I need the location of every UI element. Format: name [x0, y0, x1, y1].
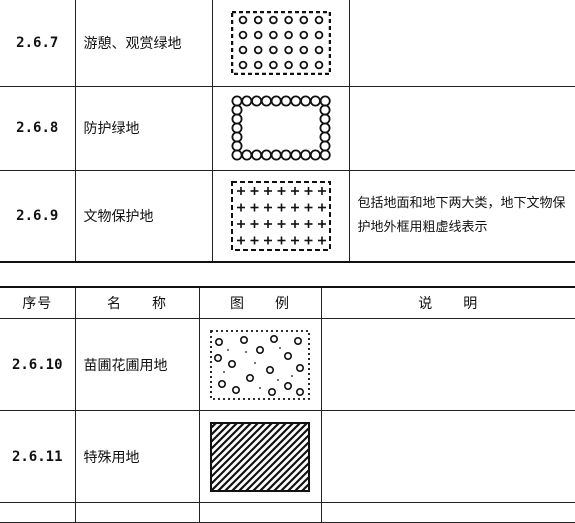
row-name: 文物保护地 — [74, 170, 213, 263]
row-description — [320, 318, 575, 411]
crosses-dashed-rect-icon — [211, 170, 350, 263]
row-number: 2.6.9 — [0, 170, 76, 263]
header-number: 序号 — [0, 286, 76, 319]
table-row: 2.6.10 苗圃花圃用地 — [0, 318, 575, 411]
row-description — [320, 410, 575, 503]
table-row: 2.6.9 文物保护地 包括地面和地下两大类，地下文物保护地外框用粗虚线表示 — [0, 170, 575, 263]
circle-border-rect-icon — [211, 86, 350, 171]
table-row-continuation — [0, 502, 575, 523]
table-row: 2.6.7 游憩、观赏绿地 — [0, 0, 575, 87]
diagonal-hatch-rect-icon — [198, 410, 322, 503]
table-row: 2.6.8 防护绿地 — [0, 86, 575, 171]
land-use-legend-table-bottom: 序号 名 称 图 例 说 明 2.6.10 苗圃花圃用地 — [0, 286, 575, 523]
table-row: 2.6.11 特殊用地 — [0, 410, 575, 503]
row-name: 特殊用地 — [74, 410, 200, 503]
row-number: 2.6.10 — [0, 318, 76, 411]
row-description — [348, 86, 575, 171]
table-header-row: 序号 名 称 图 例 说 明 — [0, 286, 575, 319]
scattered-circles-dotted-rect-icon — [198, 318, 322, 411]
row-number: 2.6.8 — [0, 86, 76, 171]
row-name: 防护绿地 — [74, 86, 213, 171]
row-number: 2.6.7 — [0, 0, 76, 87]
header-description: 说 明 — [320, 286, 575, 319]
row-name: 游憩、观赏绿地 — [74, 0, 213, 87]
circles-grid-rect-icon — [211, 0, 350, 87]
row-description: 包括地面和地下两大类，地下文物保护地外框用粗虚线表示 — [348, 170, 575, 263]
row-name: 苗圃花圃用地 — [74, 318, 200, 411]
row-description — [348, 0, 575, 87]
land-use-legend-table-top: 2.6.7 游憩、观赏绿地 2.6.8 防护绿地 2.6.9 文物保护地 — [0, 0, 575, 263]
header-symbol: 图 例 — [198, 286, 322, 319]
row-number: 2.6.11 — [0, 410, 76, 503]
header-name: 名 称 — [74, 286, 200, 319]
